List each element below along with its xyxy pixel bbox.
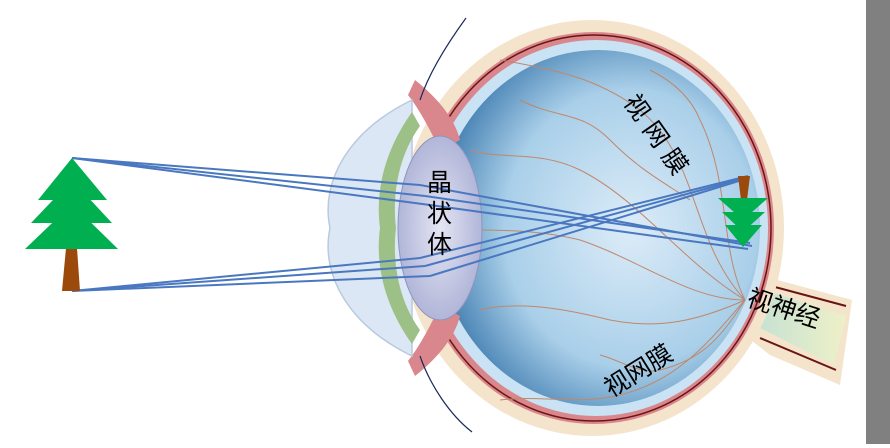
lens [397,135,483,321]
side-bar [866,0,890,444]
tree-object [25,158,118,291]
iris [378,112,420,344]
lens-label: 晶 状 体 [427,168,453,259]
light-rays [71,157,753,292]
tree-image-inverted [718,176,768,247]
blood-vessels [469,59,746,401]
